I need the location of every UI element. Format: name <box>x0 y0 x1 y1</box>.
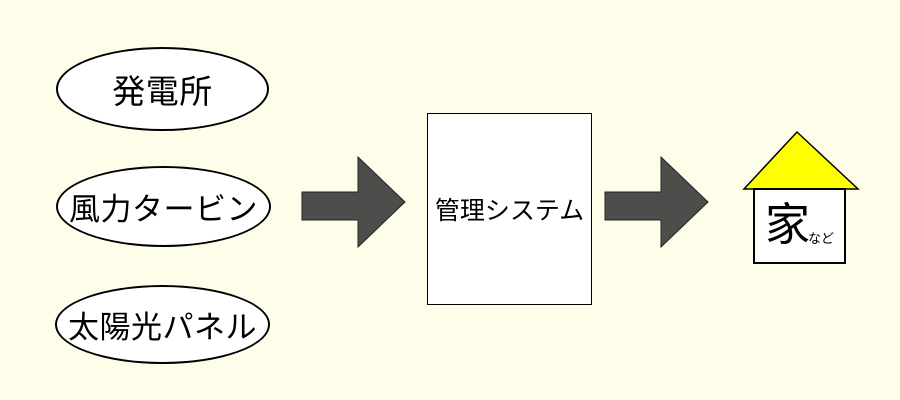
house-label: 家 <box>764 198 810 250</box>
house-body: 家 など <box>753 188 846 264</box>
house-suffix-label: など <box>808 230 835 246</box>
source-ellipse-power-plant: 発電所 <box>56 47 269 131</box>
source-label-power-plant: 発電所 <box>112 73 213 110</box>
right-arrow-icon <box>604 156 709 248</box>
right-arrow-icon <box>301 156 406 248</box>
house-roof-icon <box>742 130 860 190</box>
management-system-box: 管理システム <box>427 113 592 305</box>
source-label-wind-turbine: 風力タービン <box>69 192 258 227</box>
source-ellipse-wind-turbine: 風力タービン <box>56 166 271 247</box>
source-label-solar-panel: 太陽光パネル <box>68 310 257 345</box>
source-ellipse-solar-panel: 太陽光パネル <box>55 285 270 364</box>
house-text: 家 など <box>765 202 834 247</box>
management-system-label: 管理システム <box>434 197 585 225</box>
house-shape: 家 など <box>742 130 862 266</box>
